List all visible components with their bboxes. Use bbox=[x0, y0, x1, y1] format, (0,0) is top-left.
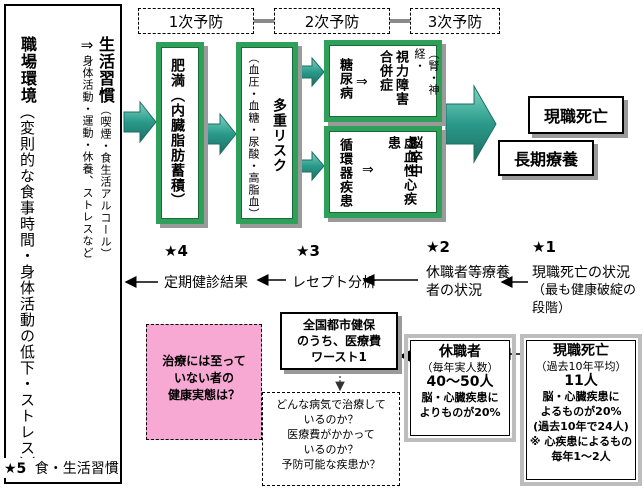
death-title: 現職死亡 bbox=[553, 343, 609, 359]
leave-count: 40〜50人 bbox=[426, 374, 494, 390]
lifestyle-column-2: ⇒身体活動・運動・休養、ストレスなど bbox=[78, 36, 96, 476]
arrow-lifestyle-to-obesity bbox=[123, 100, 157, 144]
outcome-death-box: 現職死亡 bbox=[528, 96, 624, 134]
arrow-to-outcomes bbox=[445, 84, 497, 164]
lifestyle-title: 生活習慣 bbox=[96, 36, 115, 104]
leave-title: 休職者 bbox=[439, 344, 481, 360]
checkup-results: 定期健診結果 bbox=[164, 275, 248, 291]
diabetes-vision: 視力障害 bbox=[393, 50, 408, 106]
circulatory-ischemic: 虚血性心疾患 bbox=[385, 136, 416, 206]
death-detail-4: ※ 心疾患によるもの bbox=[529, 435, 633, 448]
multi-risk-title: 多重リスク bbox=[271, 98, 287, 173]
lifestyle-detail-3: 身体活動・運動・休養、 bbox=[81, 55, 94, 187]
leave-sub: （毎年実人数） bbox=[421, 361, 499, 374]
death-detail-1: 脳・心臓疾患に bbox=[542, 390, 620, 403]
leave-detail-1: 脳・心臓疾患に bbox=[421, 391, 499, 404]
questions-box: どんな病気で治療して いるのか？ 医療費がかかって いるのか？ 予防可能な疾患か… bbox=[262, 392, 400, 486]
lifestyle-environment-panel: 生活習慣（喫煙・食生活アルコール） ⇒身体活動・運動・休養、ストレスなど 職場環… bbox=[4, 4, 122, 484]
arrow-multirisk-to-circulatory bbox=[299, 150, 325, 182]
death-detail-3: (過去10年で24人) bbox=[533, 420, 629, 433]
outcome-death-text: 現職死亡 bbox=[543, 107, 608, 126]
circulatory-label: 循環器疾患 bbox=[337, 138, 352, 208]
lifestyle-detail-2: アルコール） bbox=[99, 188, 112, 260]
death-detail-5: 毎年1〜2人 bbox=[551, 450, 611, 463]
multi-risk-detail: （血圧・血糖・尿酸・高脂血） bbox=[247, 52, 260, 220]
untreated-line3: 健康実態は？ bbox=[167, 388, 240, 402]
outcome-longcare-text: 長期療養 bbox=[513, 150, 578, 169]
stage-secondary-label: 2次予防 bbox=[304, 12, 360, 31]
death-count: 11人 bbox=[564, 373, 598, 389]
stage-primary-label: 1次予防 bbox=[168, 12, 224, 31]
leave-detail-2: よりものが20% bbox=[419, 406, 501, 419]
question-5: 予防可能な疾患か？ bbox=[281, 458, 381, 471]
question-4: いるのか？ bbox=[303, 443, 359, 456]
circulatory-box: 循環器疾患 ⇒ 虚血性心疾患 脳卒中 bbox=[324, 126, 442, 218]
worst1-box: 全国都市健保 のうち、医療費 ワースト1 bbox=[280, 312, 398, 370]
lifestyle-detail-4: ストレス bbox=[81, 187, 94, 235]
leave-box-frame: 休職者 （毎年実人数） 40〜50人 脳・心臓疾患に よりものが20% bbox=[404, 334, 516, 442]
diabetes-organs: （腎・神経・ bbox=[413, 48, 440, 96]
star1: ★1 bbox=[532, 238, 556, 256]
workplace-detail: （変則的な食事時間・身体活動の低下・ストレス） bbox=[18, 104, 36, 472]
circulatory-arrow: ⇒ bbox=[362, 162, 374, 178]
death-box: 現職死亡 （過去10年平均） 11人 脳・心臓疾患に よるものが20% (過去1… bbox=[526, 340, 636, 480]
workplace-title: 職場環境 bbox=[18, 36, 37, 104]
leave-box: 休職者 （毎年実人数） 40〜50人 脳・心臓疾患に よりものが20% bbox=[410, 340, 510, 436]
circulatory-stroke: 脳卒中 bbox=[407, 136, 422, 178]
stage-tertiary: 3次予防 bbox=[410, 8, 500, 34]
question-2: いるのか？ bbox=[303, 413, 359, 426]
diabetes-label: 糖尿病 bbox=[337, 58, 352, 100]
diabetes-box: 糖尿病 ⇒ 合併症 視力障害 （腎・神経・ bbox=[324, 40, 442, 122]
worst1-line1: 全国都市健保 bbox=[302, 318, 375, 332]
star5: ★5 bbox=[4, 461, 27, 477]
receipt-analysis: レセプト分析 bbox=[292, 275, 376, 291]
star5-text: 食・生活習慣 bbox=[34, 461, 119, 477]
obesity-box: 肥満（内臓脂肪蓄積） bbox=[156, 42, 204, 224]
death-detail-2: よるものが20% bbox=[540, 405, 622, 418]
obesity-text: 肥満（内臓脂肪蓄積） bbox=[169, 58, 185, 208]
star4: ★4 bbox=[164, 242, 188, 260]
star5-label: ★5 食・生活習慣 bbox=[4, 458, 119, 478]
outcome-longcare-box: 長期療養 bbox=[498, 140, 594, 176]
untreated-line2: いない者の bbox=[173, 371, 234, 385]
lifestyle-column: 生活習慣（喫煙・食生活アルコール） bbox=[96, 36, 115, 476]
stage-tertiary-label: 3次予防 bbox=[427, 12, 483, 31]
lifestyle-arrow: ⇒ bbox=[78, 36, 96, 55]
star2: ★2 bbox=[426, 238, 450, 256]
stage-connector-1 bbox=[254, 19, 274, 23]
death-sub: （過去10年平均） bbox=[535, 360, 627, 373]
death-box-frame: 現職死亡 （過去10年平均） 11人 脳・心臓疾患に よるものが20% (過去1… bbox=[520, 334, 642, 486]
star3: ★3 bbox=[296, 242, 320, 260]
question-3: 医療費がかかって bbox=[287, 428, 375, 441]
worst1-line3: ワースト1 bbox=[311, 350, 367, 364]
lifestyle-detail-5: など bbox=[81, 235, 94, 259]
diabetes-complication: 合併症 bbox=[377, 50, 392, 92]
stage-secondary: 2次予防 bbox=[274, 8, 390, 34]
death-status: 現職死亡の状況 （最も健康破綻の段階） bbox=[532, 264, 642, 318]
leave-status: 休職者等療養者の状況 bbox=[426, 265, 510, 299]
death-status-title: 現職死亡の状況 bbox=[532, 265, 630, 281]
worst1-line2: のうち、医療費 bbox=[296, 334, 381, 348]
arrow-obesity-to-multirisk bbox=[203, 112, 237, 156]
untreated-health-box: 治療には至って いない者の 健康実態は？ bbox=[146, 324, 262, 440]
death-status-sub: （最も健康破綻の段階） bbox=[532, 283, 637, 316]
lifestyle-detail-1: （喫煙・食生活 bbox=[99, 104, 112, 188]
multi-risk-box: 多重リスク （血圧・血糖・尿酸・高脂血） bbox=[236, 42, 298, 224]
stage-primary: 1次予防 bbox=[138, 8, 254, 34]
untreated-line1: 治療には至って bbox=[162, 354, 246, 368]
question-1: どんな病気で治療して bbox=[276, 398, 386, 411]
stage-connector-2 bbox=[390, 19, 410, 23]
diabetes-arrow: ⇒ bbox=[356, 74, 368, 90]
workplace-column: 職場環境（変則的な食事時間・身体活動の低下・ストレス） bbox=[16, 36, 38, 476]
arrow-multirisk-to-diabetes bbox=[299, 56, 325, 88]
